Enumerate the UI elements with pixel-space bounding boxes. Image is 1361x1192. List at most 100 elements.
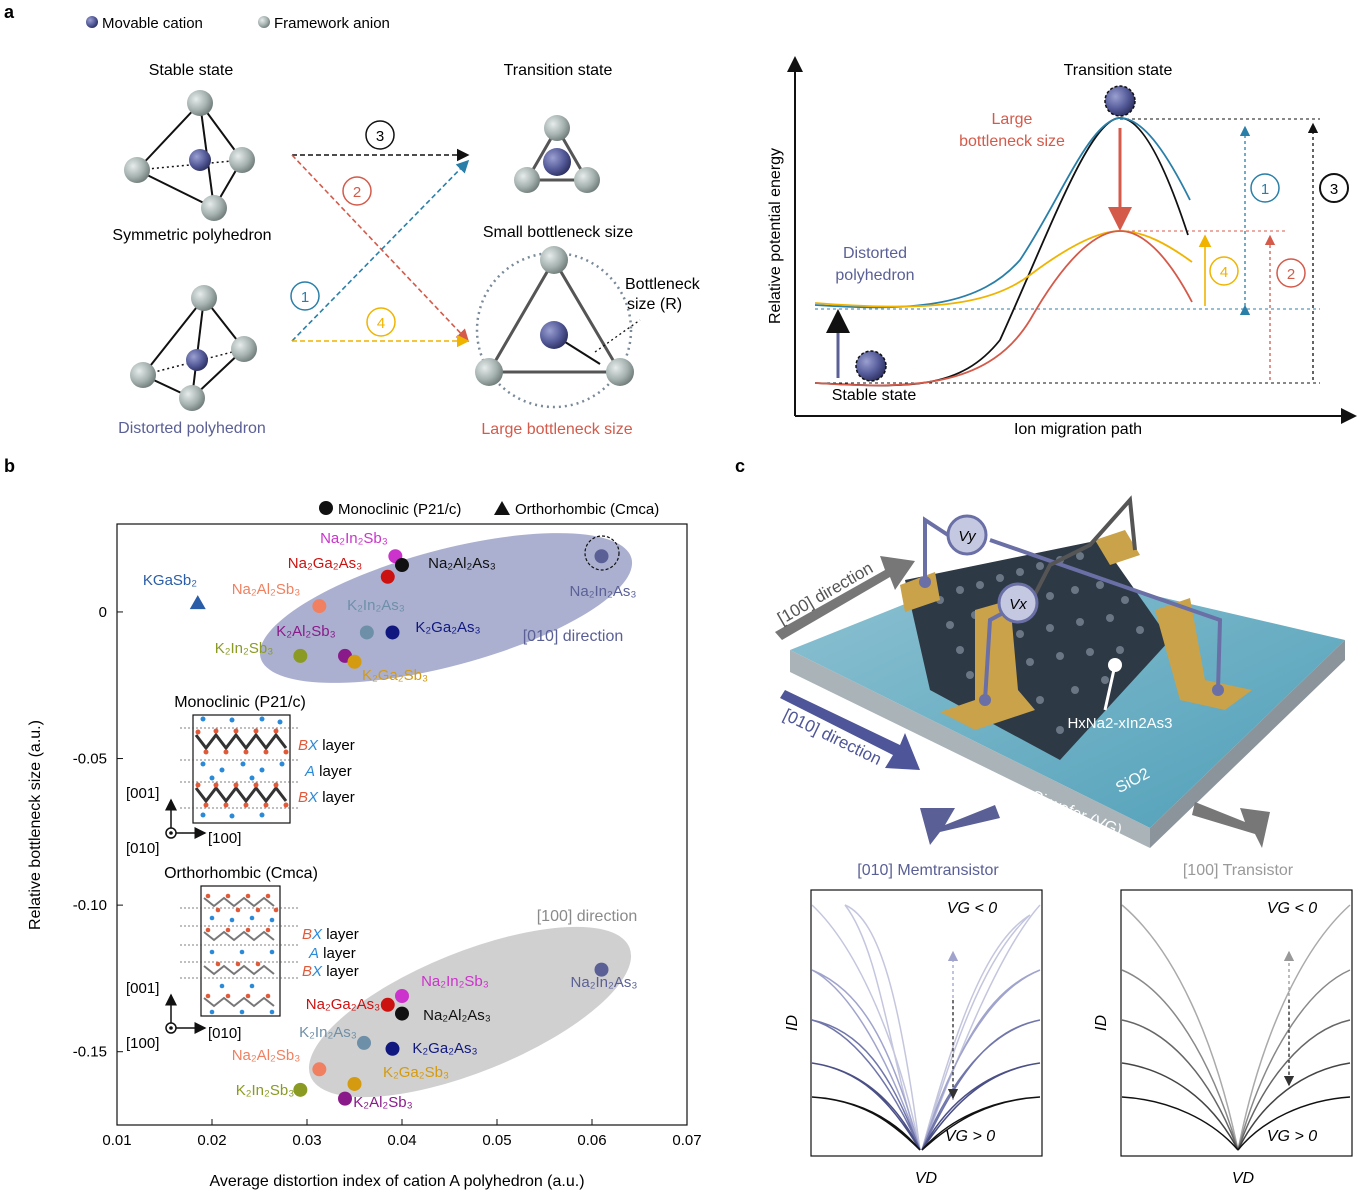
ortho-bx-layer-1: BX layer <box>302 926 359 943</box>
vx-label: Vx <box>1009 596 1027 613</box>
data-point <box>293 1082 308 1097</box>
x-tick-label: 0.07 <box>672 1132 701 1149</box>
data-point <box>395 558 409 573</box>
b-ylabel: Relative bottleneck size (a.u.) <box>27 720 44 930</box>
data-point <box>357 1035 371 1050</box>
vy-label: Vy <box>958 528 977 545</box>
data-point <box>385 625 400 640</box>
direction-100-label: [100] direction <box>537 908 638 925</box>
data-points <box>189 549 609 1106</box>
data-point <box>359 625 374 640</box>
data-point <box>338 1091 352 1106</box>
lbl-na2in2sb3-bot: Na₂In₂Sb₃ <box>421 973 489 990</box>
device-schematic: Vy Vx HxNa2-xIn2As3 p++ Si wafer (VG) Si… <box>774 495 1345 848</box>
ortho-a-layer: A layer <box>308 945 356 962</box>
path-number-3: 3 <box>365 120 395 150</box>
energy-num-4: 4 <box>1220 264 1228 281</box>
mem-id-label: ID <box>784 1015 801 1031</box>
energy-xlabel: Ion migration path <box>1014 421 1142 438</box>
data-point <box>594 962 609 977</box>
transistor-title: [100] Transistor <box>1183 862 1294 879</box>
b-xlabel: Average distortion index of cation A pol… <box>209 1173 584 1190</box>
wafer-side-right <box>1150 640 1345 848</box>
tran-id-label: ID <box>1093 1015 1110 1031</box>
ortho-bx-layer-2: BX layer <box>302 963 359 980</box>
legend-monoclinic-marker <box>319 501 333 515</box>
lbl-na2al2sb3-top: Na₂Al₂Sb₃ <box>232 581 301 598</box>
symmetric-polyhedron <box>124 90 255 221</box>
y-tick-label: -0.05 <box>73 751 107 768</box>
bottleneck-label: Bottleneck <box>625 276 701 293</box>
bottleneck-size-label: size (R) <box>627 296 682 313</box>
data-point <box>293 648 308 663</box>
ortho-axis-010: [010] <box>208 1025 241 1042</box>
arrow-100 <box>775 556 915 640</box>
lbl-na2ga2as3-top: Na₂Ga₂As₃ <box>288 555 362 572</box>
legend-monoclinic-label: Monoclinic (P21/c) <box>338 501 461 518</box>
data-point <box>380 569 395 584</box>
x-tick-label: 0.05 <box>482 1132 511 1149</box>
energy-ylabel: Relative potential energy <box>767 148 784 324</box>
arrow-mem <box>920 805 1000 845</box>
mem-vg-neg: VG < 0 <box>947 900 997 917</box>
x-tick-label: 0.06 <box>577 1132 606 1149</box>
energy-large-bottleneck-2: bottleneck size <box>959 133 1065 150</box>
energy-distorted-1: Distorted <box>843 245 907 262</box>
svg-text:4: 4 <box>377 315 385 332</box>
lbl-k2ga2sb3-bot: K₂Ga₂Sb₃ <box>383 1064 449 1081</box>
y-tick-label: -0.10 <box>73 897 107 914</box>
lbl-kgasb2: KGaSb₂ <box>143 572 197 589</box>
panel-label-c: c <box>735 456 745 476</box>
energy-transition-label: Transition state <box>1064 62 1173 79</box>
energy-num-3: 3 <box>1330 181 1338 198</box>
ortho-axis-001: [001] <box>126 980 159 997</box>
data-point <box>594 549 609 564</box>
x-tick-label: 0.03 <box>292 1132 321 1149</box>
lbl-na2al2as3-top: Na₂Al₂As₃ <box>428 555 496 572</box>
legend-orthorhombic-label: Orthorhombic (Cmca) <box>515 501 659 518</box>
energy-num-2: 2 <box>1287 266 1295 283</box>
data-point <box>395 989 409 1004</box>
monoclinic-a-layer: A layer <box>304 763 352 780</box>
y-axis-ticks: 0-0.05-0.10-0.15 <box>73 604 123 1061</box>
tran-vd-label: VD <box>1232 1170 1255 1187</box>
memtransistor-plot: VG < 0 VG > 0 ID VD <box>784 889 1043 1187</box>
highlight-ring <box>584 535 620 571</box>
mono-axis-001: [001] <box>126 785 159 802</box>
monoclinic-bx-layer-2: BX layer <box>298 789 355 806</box>
path-number-4: 4 <box>366 307 396 337</box>
ellipse-010 <box>259 533 633 683</box>
data-point <box>312 1062 327 1077</box>
mono-axis-100: [100] <box>208 830 241 847</box>
memtransistor-title: [010] Memtransistor <box>857 862 999 879</box>
energy-diagram: Relative potential energy Ion migration … <box>767 56 1357 438</box>
data-point <box>385 1041 400 1056</box>
transition-arrows <box>291 148 470 348</box>
monoclinic-inset-title: Monoclinic (P21/c) <box>174 694 306 711</box>
lbl-na2in2as3-bot: Na₂In₂As₃ <box>571 974 638 991</box>
arrow-010 <box>780 690 920 770</box>
data-point <box>380 997 395 1012</box>
legend-cation-marker <box>86 16 98 28</box>
energy-num-1: 1 <box>1261 181 1269 198</box>
y-tick-label: -0.15 <box>73 1044 107 1061</box>
lbl-na2al2as3-bot: Na₂Al₂As₃ <box>423 1007 491 1024</box>
monoclinic-inset: Monoclinic (P21/c) BX layer A layer BX l… <box>126 694 355 857</box>
lbl-na2in2sb3-top: Na₂In₂Sb₃ <box>320 530 388 547</box>
monoclinic-bx-layer-1: BX layer <box>298 737 355 754</box>
lbl-k2in2sb3-bot: K₂In₂Sb₃ <box>236 1082 295 1099</box>
legend-anion-marker <box>258 16 270 28</box>
panel-label-a: a <box>4 2 15 22</box>
data-point <box>312 599 327 614</box>
stable-state-title: Stable state <box>149 62 234 79</box>
lbl-na2al2sb3-bot: Na₂Al₂Sb₃ <box>232 1047 301 1064</box>
legend-orthorhombic-marker <box>494 501 510 515</box>
svg-text:3: 3 <box>376 128 384 145</box>
orthorhombic-inset: Orthorhombic (Cmca) BX layer A laye <box>126 865 359 1052</box>
energy-stable-label: Stable state <box>832 387 917 404</box>
orthorhombic-inset-title: Orthorhombic (Cmca) <box>164 865 318 882</box>
panel-label-b: b <box>4 456 15 476</box>
